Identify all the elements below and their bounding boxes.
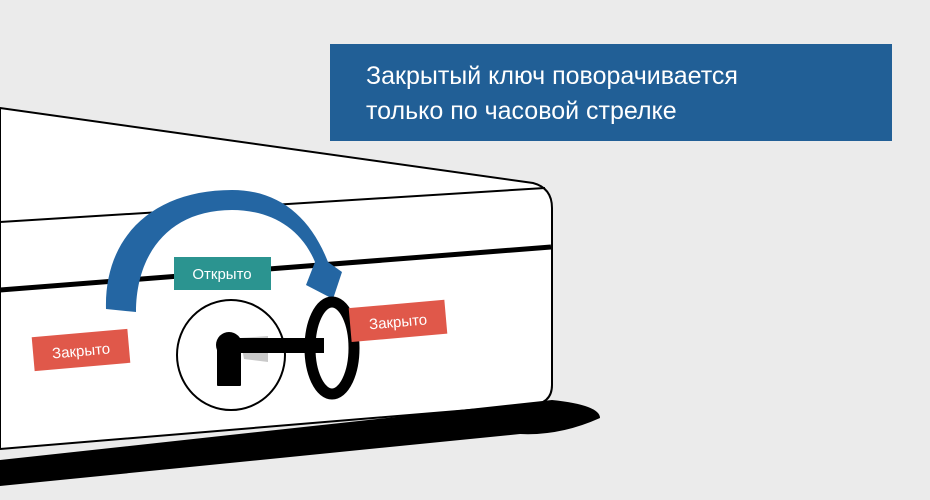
label-open-text: Открыто bbox=[192, 266, 251, 283]
key-icon bbox=[222, 296, 360, 400]
caption-box: Закрытый ключ поворачивается только по ч… bbox=[330, 44, 892, 141]
label-closed-left: Закрыто bbox=[31, 328, 131, 372]
lid-seam-line bbox=[0, 244, 552, 293]
label-closed-left-text: Закрыто bbox=[51, 340, 110, 362]
label-closed-right: Закрыто bbox=[348, 299, 448, 343]
label-open: Открыто bbox=[174, 257, 271, 290]
lock-body bbox=[0, 106, 600, 486]
clockwise-arrow-icon bbox=[105, 190, 342, 312]
caption-line-1: Закрытый ключ поворачивается bbox=[366, 62, 738, 90]
label-closed-right-text: Закрыто bbox=[368, 311, 427, 333]
caption-line-2: только по часовой стрелке bbox=[366, 97, 677, 125]
box-shadow bbox=[0, 400, 600, 486]
